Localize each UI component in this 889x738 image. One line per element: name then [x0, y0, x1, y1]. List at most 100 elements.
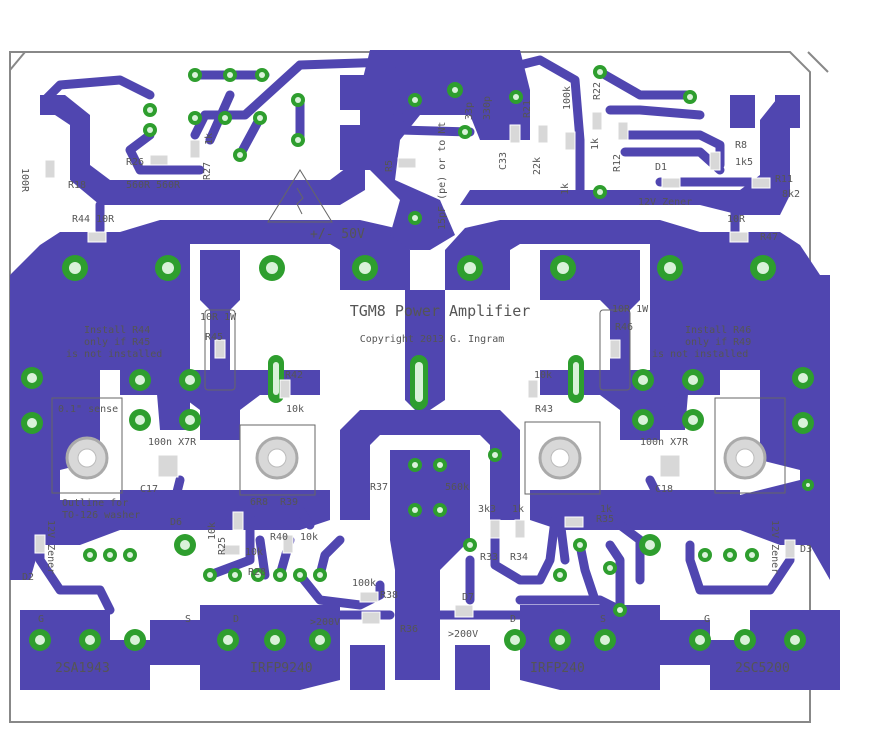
label-d1-val: 12V Zener: [638, 197, 692, 208]
label-mosfet-left: IRFP9240: [250, 661, 313, 676]
label-q-left: 2SA1943: [55, 661, 110, 676]
label-d3-val: 12V Zener: [769, 520, 780, 574]
label-r42: R42: [285, 370, 303, 381]
silk-outlines: [51, 169, 786, 496]
label-r21-val: 22k: [532, 157, 543, 175]
label-d6: D6: [170, 517, 182, 528]
note-right-3: is not installed: [652, 349, 748, 360]
label-r35: R35: [596, 514, 614, 525]
label-d6-val: >200V: [310, 617, 340, 628]
label-r28: R28: [248, 567, 266, 578]
pad-group-oval: [268, 355, 584, 410]
label-q-right: 2SC5200: [735, 661, 790, 676]
label-r42-val: 10k: [286, 404, 304, 415]
board-corner: [9, 51, 26, 72]
note-left-2: only if R45: [84, 337, 150, 348]
note-left-1: Install R44: [84, 325, 150, 336]
label-r36: R36: [400, 624, 418, 635]
board-copyright: Copyright 2013 G. Ingram: [360, 334, 505, 345]
label-r8: R8: [735, 140, 747, 151]
label-r27-val: 1k: [204, 133, 215, 145]
label-r47: R47: [760, 232, 778, 243]
copper-bus-left-vertical: [200, 250, 240, 380]
label-r26: R26: [126, 157, 144, 168]
copper-bottom-mid-left: [350, 645, 385, 690]
label-r46-val: 10R 1W: [612, 304, 649, 315]
label-d7: D7: [462, 592, 474, 603]
label-d3: D3: [800, 544, 812, 555]
label-r44: R44 10R: [72, 214, 115, 225]
label-r34-val: 1k: [512, 504, 524, 515]
label-c18: C18: [655, 484, 673, 495]
label-r46: R46: [615, 322, 633, 333]
sense-note: 0.1" sense: [58, 404, 118, 415]
label-d-mid-left: D: [233, 614, 239, 625]
label-c1-val: 33p: [464, 102, 475, 120]
note-right-1: Install R46: [685, 325, 751, 336]
label-r43-val: 10k: [534, 370, 552, 381]
label-r26-val: 560R: [156, 180, 181, 191]
washer-note-1: Outline for: [62, 498, 128, 509]
label-d2-val: 12V Zener: [45, 520, 56, 574]
label-c33-val: 330p: [482, 96, 493, 120]
label-r22: R22: [592, 82, 603, 100]
board-title: TGM8 Power Amplifier: [350, 302, 531, 320]
label-r5-val: 1k: [560, 183, 571, 195]
label-g-right: G: [704, 614, 710, 625]
label-r45-val: 10R 1W: [200, 312, 237, 323]
copper-right-block: [540, 370, 720, 440]
copper-top-left-rail: [40, 95, 365, 205]
label-c1-note: 15pF (pe) or to Nt: [437, 122, 448, 230]
copper-pour-right: [445, 220, 830, 470]
label-r25-val: 10k: [207, 522, 218, 540]
label-r26-left-val: 560R: [126, 180, 151, 191]
label-r40-val: 10k: [300, 532, 318, 543]
copper-bottom-mid-right: [455, 645, 490, 690]
label-r47-val: 10R: [727, 214, 746, 225]
label-c17-val: 100n X7R: [148, 437, 197, 448]
copper-bottom-left: [20, 605, 340, 690]
label-r11: R11: [775, 174, 793, 185]
label-r5: R5: [384, 160, 395, 172]
label-r43: R43: [535, 404, 553, 415]
label-s-mid-left: S: [185, 614, 191, 625]
copper-center-top: [360, 50, 530, 250]
label-d-mid-right: D: [510, 614, 516, 625]
note-left-3: is not installed: [66, 349, 162, 360]
copper-top-right-rail: [460, 95, 800, 215]
copper-top-center-block: [340, 75, 375, 110]
label-r37-val: 560k: [445, 482, 469, 493]
label-r22-val: 100k: [562, 86, 573, 110]
label-r21: R21: [522, 100, 533, 118]
label-d1: D1: [655, 162, 667, 173]
label-r38-val: 100k: [352, 578, 376, 589]
label-r12-val: 1k: [590, 138, 601, 150]
label-r12: R12: [612, 154, 623, 172]
note-right-2: only if R49: [685, 337, 751, 348]
label-r8-val: 1k5: [735, 157, 753, 168]
copper-pour-right-bottom: [530, 380, 830, 580]
pad-group-small: [83, 65, 814, 617]
label-r18: R18: [68, 180, 86, 191]
label-r28-val: 10k: [245, 547, 263, 558]
pad-group-large: [21, 255, 814, 651]
copper-top-right-pad-block: [730, 95, 755, 128]
silk-labels: TGM8 Power Amplifier Copyright 2013 G. I…: [19, 82, 812, 676]
mounting-holes: [65, 436, 767, 480]
label-d2: D2: [22, 572, 34, 583]
copper-center-u: [340, 410, 520, 520]
label-r27: R27: [202, 162, 213, 180]
copper-bottom-right: [520, 605, 840, 690]
label-r33: R33: [480, 552, 498, 563]
label-r39: R39: [280, 497, 298, 508]
label-r34: R34: [510, 552, 528, 563]
label-r37: R37: [370, 482, 388, 493]
copper-pour-left: [10, 220, 410, 470]
label-g-left: G: [38, 614, 44, 625]
label-r39-val: 6R8: [250, 497, 268, 508]
board-corner: [807, 51, 829, 73]
label-r38: R38: [380, 590, 398, 601]
label-d7-val: >200V: [448, 629, 478, 640]
label-mosfet-right: IRFP240: [530, 661, 585, 676]
